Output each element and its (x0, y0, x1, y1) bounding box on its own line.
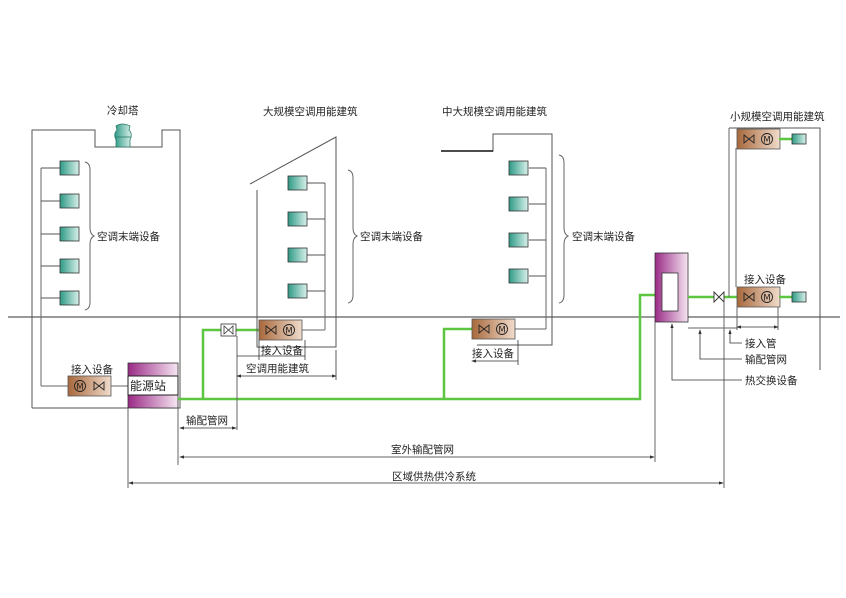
terminal-unit-3-4 (508, 268, 529, 284)
access-device-small-1: M (736, 128, 781, 150)
large-building-label: 大规模空调用能建筑 (263, 105, 358, 118)
valve-icon (478, 324, 490, 334)
access-pipe-callout (728, 329, 742, 344)
gate-valve-large (220, 323, 237, 337)
svg-text:M: M (763, 293, 770, 303)
access-device-label-4: 接入设备 (744, 273, 786, 286)
branch-pipe-mid-large (442, 327, 472, 399)
terminal-devices-label-3: 空调末端设备 (572, 230, 635, 243)
small-building: 小规模空调用能建筑 M M 接入设备 (728, 110, 825, 370)
terminal-group-2 (287, 175, 325, 299)
distribution-network-label-1: 输配管网 (186, 414, 228, 427)
terminal-unit-2-3 (287, 247, 308, 263)
terminal-unit-3-2 (508, 196, 529, 212)
svg-text:M: M (498, 325, 505, 335)
terminal-devices-label-1: 空调末端设备 (97, 230, 160, 243)
terminal-unit-1-2 (59, 193, 80, 209)
large-building: 大规模空调用能建筑 空调末端设备 M 接入设备 空调用能建筑 输配管网 (179, 105, 423, 430)
outdoor-network-label: 室外输配管网 (391, 443, 454, 456)
access-device-small-2: M (736, 286, 781, 308)
energy-station-label: 能源站 (130, 379, 166, 393)
mid-large-building-outline (441, 133, 553, 346)
outdoor-main-pipe (178, 293, 655, 401)
terminal-unit-small-2 (791, 291, 807, 303)
access-device-1: M (67, 375, 112, 397)
branch-pipe-large (201, 328, 221, 399)
terminal-unit-2-1 (287, 175, 308, 191)
access-pipe-label: 接入管 (745, 337, 777, 350)
terminal-devices-label-2: 空调末端设备 (360, 230, 423, 243)
motor-icon: M (74, 380, 86, 392)
terminal-unit-1-5 (59, 290, 80, 306)
terminal-unit-1-1 (59, 160, 80, 176)
small-building-outline (729, 127, 821, 370)
terminal-unit-1-4 (59, 258, 80, 274)
terminal-unit-2-4 (287, 283, 308, 299)
station-building: 冷却塔 空调末端设备 接入设备 M 能源站 (31, 104, 181, 488)
mid-large-building: 中大规模空调用能建筑 空调末端设备 M 接入设备 (441, 105, 635, 365)
energy-station: 能源站 (127, 362, 179, 488)
motor-icon: M (496, 323, 508, 335)
ac-building-label: 空调用能建筑 (246, 362, 309, 375)
cooling-tower-icon (114, 123, 132, 148)
valve-icon (743, 292, 755, 302)
terminal-group-1 (41, 160, 80, 306)
heat-exchanger-label: 热交换设备 (745, 374, 798, 387)
valve-icon (93, 381, 105, 391)
heat-exchanger-callout (670, 323, 742, 381)
access-device-label-2: 接入设备 (261, 344, 303, 357)
svg-text:M: M (285, 326, 292, 336)
heat-exchanger (654, 252, 689, 462)
motor-icon: M (283, 324, 295, 336)
valve-icon (743, 134, 755, 144)
terminal-group-3 (508, 160, 546, 284)
access-device-3: M (471, 318, 516, 340)
distribution-network-label-2: 输配管网 (745, 353, 787, 366)
small-building-label: 小规模空调用能建筑 (730, 110, 825, 123)
terminal-unit-1-3 (59, 226, 80, 242)
access-device-label-3: 接入设备 (472, 347, 514, 360)
svg-text:M: M (763, 135, 770, 145)
svg-text:M: M (76, 382, 83, 392)
terminal-unit-2-2 (287, 211, 308, 227)
station-building-outline (31, 129, 181, 409)
motor-icon: M (761, 291, 773, 303)
access-device-label-1: 接入设备 (71, 363, 113, 376)
terminal-unit-3-1 (508, 160, 529, 176)
mid-large-building-label: 中大规模空调用能建筑 (442, 105, 547, 118)
valve-icon (265, 325, 277, 335)
terminal-unit-small-1 (791, 133, 807, 145)
access-device-2: M (258, 319, 303, 341)
large-building-outline (249, 136, 337, 348)
cooling-tower-label: 冷却塔 (107, 104, 139, 117)
district-system-label: 区域供热供冷系统 (392, 470, 476, 483)
motor-icon: M (761, 133, 773, 145)
terminal-unit-3-3 (508, 232, 529, 248)
distribution-network-callout (698, 329, 742, 360)
valve-small-building (713, 290, 725, 304)
